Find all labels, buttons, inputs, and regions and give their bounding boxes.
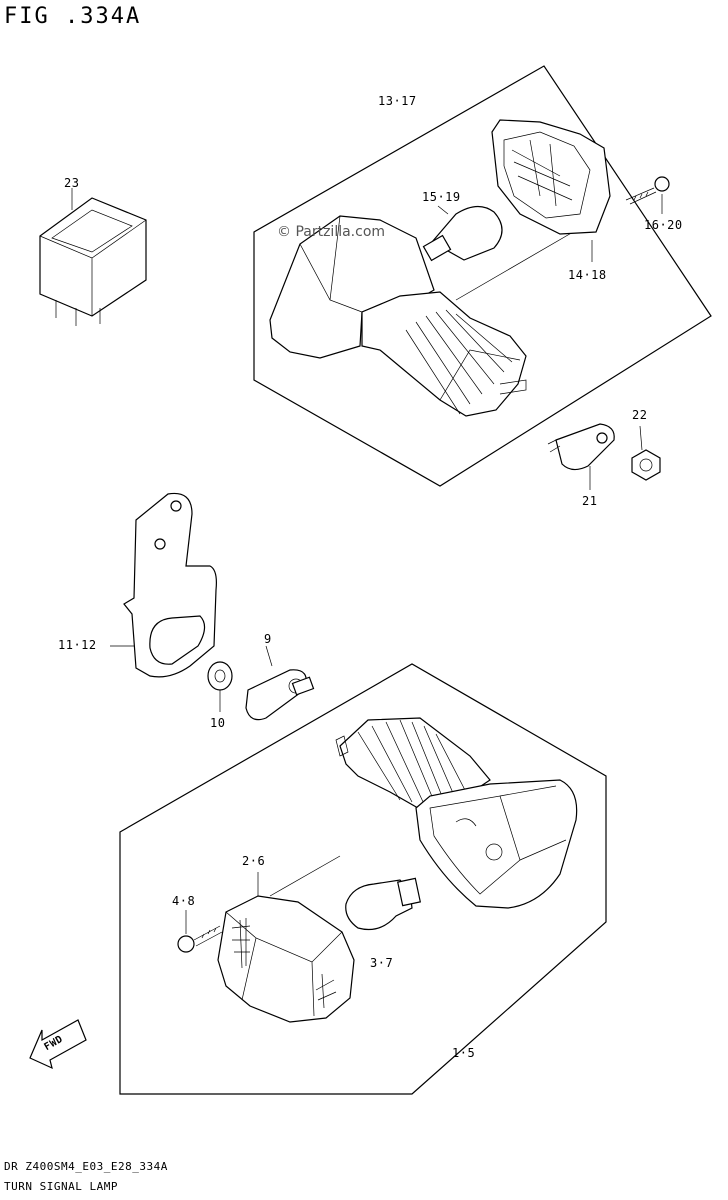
label-part-2-6[interactable]: 2·6: [242, 854, 266, 868]
relay-part-23: [39, 188, 147, 326]
gasket-part-21: [547, 423, 615, 490]
label-part-16-20[interactable]: 16·20: [644, 218, 683, 232]
gasket-part-9: [245, 645, 315, 721]
label-part-23[interactable]: 23: [64, 176, 80, 190]
label-part-10[interactable]: 10: [210, 716, 226, 730]
label-part-1-5[interactable]: 1·5: [452, 1046, 476, 1060]
bracket-part-11-12: [110, 492, 217, 678]
upper-lamp-housing: [269, 215, 581, 417]
fwd-arrow-icon: [29, 1019, 87, 1070]
label-part-14-18[interactable]: 14·18: [568, 268, 607, 282]
lower-assembly-frame: [119, 663, 607, 1095]
label-part-11-12[interactable]: 11·12: [58, 638, 97, 652]
upper-lens-part-14-18: [491, 119, 611, 262]
label-part-3-7[interactable]: 3·7: [370, 956, 394, 970]
watermark: © Partzilla.com: [277, 224, 386, 240]
label-part-21[interactable]: 21: [582, 494, 598, 508]
label-part-22[interactable]: 22: [632, 408, 648, 422]
label-part-9[interactable]: 9: [264, 632, 272, 646]
figure-title: FIG .334A: [4, 4, 142, 29]
lower-bulb-part-3-7: [345, 877, 422, 931]
nut-part-22: [631, 425, 661, 481]
lower-lens-part-2-6: [217, 855, 355, 1023]
footer-code: DR Z400SM4_E03_E28_334A: [4, 1160, 168, 1173]
screw-part-16-20: [625, 176, 670, 214]
upper-assembly-frame: [253, 65, 712, 487]
upper-bulb-part-15-19: [422, 205, 503, 262]
label-part-4-8[interactable]: 4·8: [172, 894, 196, 908]
lower-lamp-housing: [335, 717, 578, 909]
footer-name: TURN SIGNAL LAMP: [4, 1180, 118, 1193]
grommet-part-10: [207, 661, 233, 712]
label-part-15-19[interactable]: 15·19: [422, 190, 461, 204]
label-part-13-17[interactable]: 13·17: [378, 94, 417, 108]
screw-part-4-8: [177, 910, 223, 953]
